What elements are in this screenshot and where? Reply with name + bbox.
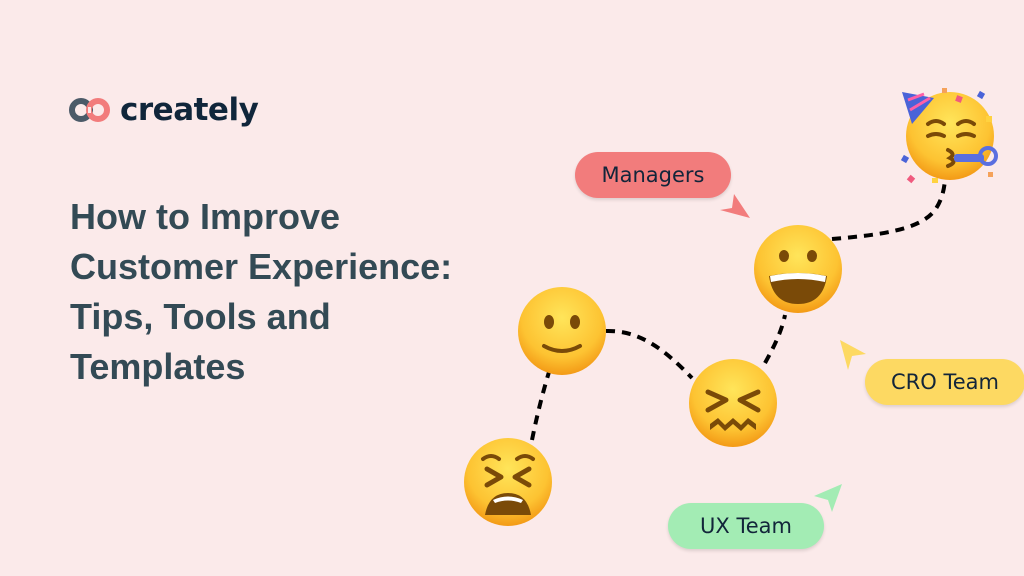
- title-line-3: Tips, Tools and: [70, 296, 331, 337]
- title-line-4: Templates: [70, 346, 246, 387]
- confounded-face-emoji-icon: [689, 359, 777, 447]
- ux-team-cursor-arrow-icon: [814, 484, 842, 512]
- partying-face-emoji-icon: [900, 88, 998, 184]
- managers-label: Managers: [575, 152, 731, 198]
- cro-team-cursor-arrow-icon: [840, 340, 866, 370]
- cro-team-label-text: CRO Team: [891, 370, 999, 394]
- ux-team-label-text: UX Team: [700, 514, 792, 538]
- page-title: How to Improve Customer Experience: Tips…: [70, 192, 510, 392]
- title-line-1: How to Improve: [70, 196, 341, 237]
- ux-team-label: UX Team: [668, 503, 824, 549]
- managers-label-text: Managers: [601, 163, 705, 187]
- title-line-2: Customer Experience:: [70, 246, 453, 287]
- slightly-smiling-face-emoji-icon: [518, 287, 606, 375]
- managers-cursor-arrow-icon: [720, 194, 750, 218]
- tired-face-emoji-icon: [464, 438, 552, 526]
- creately-logo: creately: [68, 92, 259, 128]
- grinning-face-emoji-icon: [754, 225, 842, 313]
- creately-logo-icon: [69, 98, 110, 122]
- brand-name: creately: [120, 92, 259, 128]
- cro-team-label: CRO Team: [865, 359, 1024, 405]
